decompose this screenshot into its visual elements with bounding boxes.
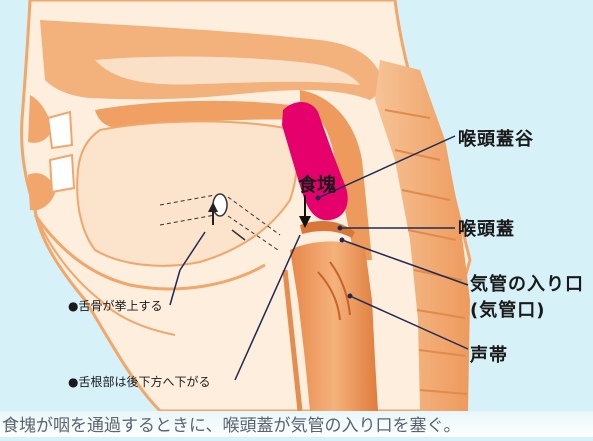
tongue-base-note: ●舌根部は後下方へ下がる (68, 373, 210, 390)
tooth-lower (50, 155, 74, 192)
tooth-upper (48, 112, 72, 148)
trachea-entrance-alt-label: (気管口) (470, 296, 545, 322)
epiglottis-label: 喉頭蓋 (458, 215, 515, 241)
hyoid-note: ●舌骨が挙上する (68, 297, 162, 314)
caption: 食塊が咽を通過するときに、喉頭蓋が気管の入り口を塞ぐ。 (0, 411, 593, 437)
food-bolus-label: 食塊 (298, 170, 336, 197)
trachea-entrance-label: 気管の入り口 (470, 270, 584, 296)
vocal-cords-label: 声帯 (470, 341, 508, 367)
vallecula-label: 喉頭蓋谷 (458, 125, 534, 151)
